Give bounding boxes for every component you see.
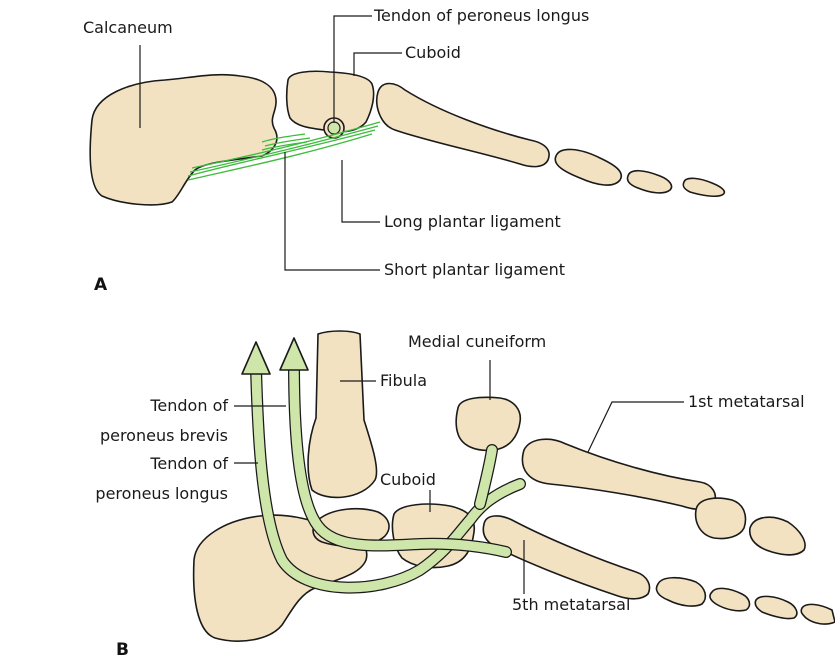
label-tendon-brevis-line1: Tendon of <box>149 396 228 415</box>
label-medial-cuneiform: Medial cuneiform <box>408 332 546 351</box>
label-long-plantar-ligament: Long plantar ligament <box>384 212 561 231</box>
label-tendon-peroneus-longus-a: Tendon of peroneus longus <box>373 6 589 25</box>
label-short-plantar-ligament: Short plantar ligament <box>384 260 565 279</box>
panel-letter-b: B <box>116 640 129 660</box>
medial-cuneiform-bone <box>456 397 520 450</box>
label-fifth-metatarsal: 5th metatarsal <box>512 595 630 614</box>
panel-b: Medial cuneiform Fibula 1st metatarsal T… <box>95 331 835 660</box>
tendon-core-a <box>328 122 340 134</box>
first-metatarsal-bone <box>522 439 715 509</box>
panel-a: Calcaneum Tendon of peroneus longus Cubo… <box>83 6 724 295</box>
fifth-distal-phalanx <box>755 596 797 618</box>
panel-letter-a: A <box>94 275 108 295</box>
first-proximal-phalanx <box>696 498 746 538</box>
first-distal-phalanx <box>750 517 805 555</box>
label-fibula: Fibula <box>380 371 427 390</box>
arrowhead-peroneus-brevis <box>280 338 308 370</box>
label-first-metatarsal: 1st metatarsal <box>688 392 805 411</box>
fifth-middle-phalanx <box>710 588 750 610</box>
label-tendon-brevis-line2: peroneus brevis <box>100 426 228 445</box>
label-calcaneum: Calcaneum <box>83 18 173 37</box>
phalanx-3-a <box>683 178 724 196</box>
fibula-bone <box>308 331 376 497</box>
label-tendon-longus-line2: peroneus longus <box>95 484 228 503</box>
leader-cuboid-a <box>354 53 402 76</box>
leader-short-plantar-a <box>285 152 380 270</box>
fifth-proximal-phalanx <box>656 578 705 606</box>
phalanx-1-a <box>555 149 621 185</box>
fifth-distal-tip <box>801 604 835 624</box>
leader-first-metatarsal <box>588 402 684 452</box>
calcaneum-bone-a <box>90 75 277 205</box>
phalanx-2-a <box>627 171 671 193</box>
metatarsal-bone-a <box>377 84 549 167</box>
label-cuboid-b: Cuboid <box>380 470 436 489</box>
label-cuboid-a: Cuboid <box>405 43 461 62</box>
arrowhead-peroneus-longus <box>242 342 270 374</box>
leader-long-plantar-a <box>342 160 380 222</box>
label-tendon-longus-line1: Tendon of <box>149 454 228 473</box>
